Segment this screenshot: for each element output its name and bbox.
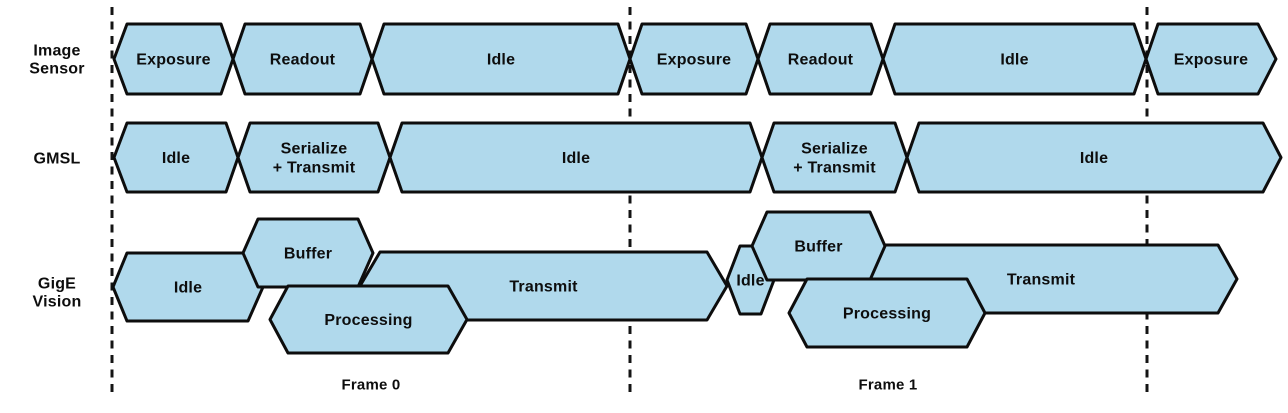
frame-boundary-lines <box>110 7 1149 397</box>
segment-label: Exposure <box>1174 52 1249 69</box>
row-label-gige-vision: GigE <box>38 276 76 293</box>
signal-segments <box>111 22 1283 355</box>
seg-gmsl-idle-4 <box>905 121 1283 194</box>
segment-label: Readout <box>270 52 336 69</box>
segment-label: Idle <box>487 52 515 69</box>
frame-label-0: Frame 0 <box>342 376 401 393</box>
row-label-image-sensor: Image <box>33 43 80 60</box>
row-label-image-sensor: Sensor <box>29 61 84 78</box>
segment-label: Processing <box>324 312 412 329</box>
row-label-gmsl: GMSL <box>33 151 80 168</box>
segment-label: Serialize <box>281 141 348 158</box>
segment-label: Buffer <box>794 239 842 256</box>
segment-label: Processing <box>843 306 931 323</box>
frame-label-1: Frame 1 <box>859 376 918 393</box>
segment-label: + Transmit <box>793 160 876 177</box>
seg-gige-vision-processing-6 <box>787 277 987 349</box>
segment-label: Exposure <box>657 52 732 69</box>
segment-label: Exposure <box>136 52 211 69</box>
segment-label: Idle <box>1000 52 1028 69</box>
seg-gige-vision-processing-2 <box>268 284 469 355</box>
segment-label: Idle <box>562 150 590 167</box>
segment-label: Readout <box>788 52 854 69</box>
segment-label: Idle <box>162 150 190 167</box>
seg-gige-vision-buffer-1 <box>241 217 375 289</box>
seg-image-sensor-exposure-6 <box>1144 22 1278 96</box>
segment-label: + Transmit <box>273 160 356 177</box>
segment-label: Idle <box>736 273 764 290</box>
row-label-gige-vision: Vision <box>33 294 82 311</box>
segment-label: Idle <box>174 280 202 297</box>
segment-label: Transmit <box>1007 272 1076 289</box>
segment-label: Buffer <box>284 246 332 263</box>
seg-gige-vision-buffer-5 <box>750 210 887 282</box>
segment-label: Transmit <box>509 279 578 296</box>
segment-label: Idle <box>1080 150 1108 167</box>
segment-label: Serialize <box>801 141 868 158</box>
